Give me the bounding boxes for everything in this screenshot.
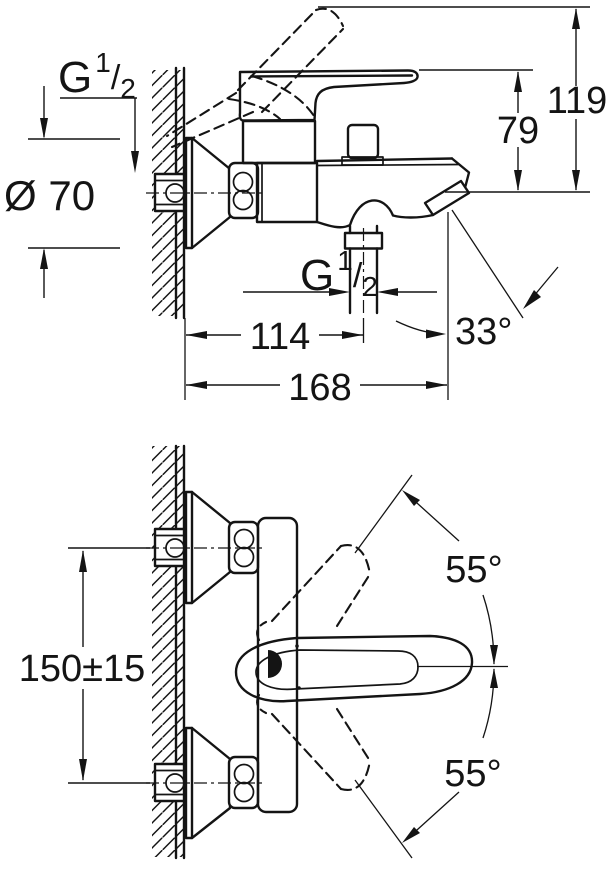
swivel-lower-label: 55° [444, 753, 501, 795]
spout [315, 157, 471, 229]
dimension-wall-to-outlet: 114 [186, 316, 363, 358]
escutcheon-diameter-label: Ø 70 [4, 172, 95, 219]
lever-swivel-down-dashed [256, 693, 372, 791]
flow-direction-line [451, 209, 524, 319]
dimension-inlet-distance: 150±15 [19, 547, 150, 784]
swivel-upper-label: 55° [445, 549, 502, 591]
wall-section [152, 66, 186, 400]
wall-to-outlet-label: 114 [250, 316, 311, 358]
dimension-swivel-lower: 55° [354, 668, 502, 859]
lever-raised-dashed [165, 7, 345, 149]
top-to-outlet-label: 79 [497, 110, 539, 152]
dimension-wall-to-spout-tip: 168 [186, 212, 449, 409]
inlet-fitting-upper [153, 527, 186, 568]
wall-to-spout-tip-label: 168 [288, 367, 351, 409]
dimension-spout-angle: 33° [395, 209, 559, 353]
aerator [423, 179, 471, 217]
spout-angle-label: 33° [455, 311, 512, 353]
escutcheon-lower [184, 726, 232, 840]
dimension-swivel-upper: 55° [354, 474, 503, 665]
overall-height-label: 119 [547, 80, 607, 122]
side-view: G1/2 Ø 70 119 7 [4, 6, 607, 409]
dimension-escutcheon-diameter: Ø 70 [4, 86, 120, 298]
escutcheon-upper [184, 490, 232, 605]
dimension-overall-height: 119 [318, 6, 607, 193]
lever-handle-plan [234, 634, 474, 703]
plan-view: 150±15 55° 55° [19, 444, 508, 860]
lever-logo-mark [268, 650, 282, 678]
lever-swivel-up-dashed [256, 544, 372, 642]
lever-handle [238, 69, 419, 122]
outlet-pipe [343, 224, 384, 343]
dimension-top-to-outlet: 79 [419, 69, 539, 191]
union-nut [227, 161, 260, 220]
inlet-distance-label: 150±15 [19, 648, 146, 690]
